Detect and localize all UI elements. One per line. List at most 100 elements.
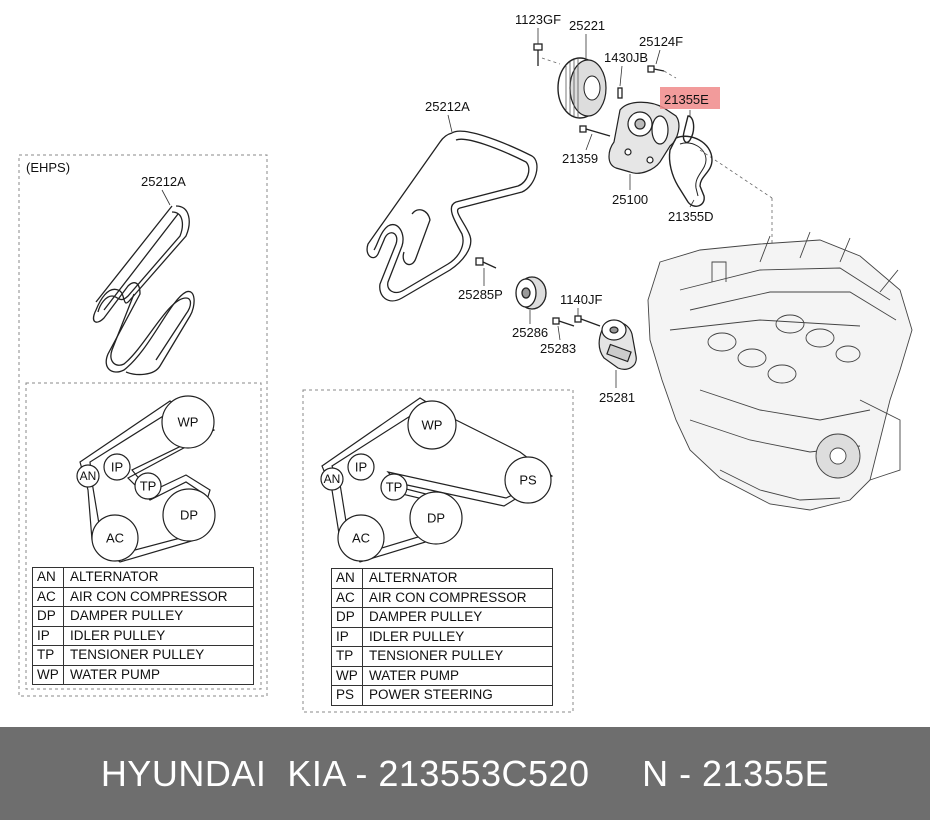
legend-code: AN bbox=[331, 568, 363, 589]
legend-name: WATER PUMP bbox=[362, 665, 553, 686]
pulley-ac-right bbox=[337, 514, 385, 562]
pin-1430jb-drawing bbox=[617, 87, 623, 99]
right-tp-label: TP bbox=[386, 480, 403, 495]
right-routing-diagram: WP AN IP TP PS DP AC bbox=[320, 397, 554, 563]
footer-bar: HYUNDAI KIA - 213553C520 N - 21355E bbox=[0, 727, 930, 820]
legend-code: DP bbox=[331, 607, 363, 628]
leader-21355d bbox=[689, 199, 695, 208]
bolt-1140jf-drawing bbox=[574, 315, 601, 327]
right-ip-label: IP bbox=[355, 460, 367, 475]
bolt-21359-drawing bbox=[579, 125, 611, 137]
left-dp-label: DP bbox=[180, 508, 198, 523]
bolt-1123gf-drawing bbox=[533, 43, 543, 66]
legend-code: TP bbox=[32, 645, 64, 666]
left-routing-diagram: WP AN IP TP DP AC bbox=[76, 395, 216, 563]
legend-name: IDLER PULLEY bbox=[362, 626, 553, 647]
pulley-wp-left bbox=[161, 395, 215, 449]
leader-1430jb bbox=[619, 65, 623, 87]
pulley-dp-right bbox=[409, 491, 463, 545]
pulley-tp-left bbox=[134, 472, 162, 500]
water-pump-25100-drawing bbox=[608, 101, 680, 174]
pulley-ac-left bbox=[91, 514, 139, 562]
bolt-25283-drawing bbox=[552, 317, 575, 327]
label-21359: 21359 bbox=[562, 151, 598, 166]
legend-code: WP bbox=[32, 664, 64, 685]
legend-code: IP bbox=[32, 625, 64, 646]
ehps-label: (EHPS) bbox=[26, 160, 70, 175]
pulley-ip-left bbox=[103, 453, 131, 481]
tensioner-25281-drawing bbox=[598, 319, 637, 370]
label-1140jf: 1140JF bbox=[560, 292, 602, 307]
legend-code: WP bbox=[331, 665, 363, 686]
legend-name: IDLER PULLEY bbox=[63, 625, 254, 646]
parts-diagram: (EHPS) 25212A WP AN IP TP DP AC WP A bbox=[18, 12, 913, 713]
pulley-an-left bbox=[76, 464, 100, 488]
footer-part-numbers: HYUNDAI KIA - 213553C520 N - 21355E bbox=[100, 752, 830, 794]
leader-25212a-main bbox=[447, 114, 453, 133]
legend-name: WATER PUMP bbox=[63, 664, 254, 685]
idler-25286-drawing bbox=[515, 276, 547, 310]
label-21355e: 21355E bbox=[664, 92, 709, 107]
label-1123gf: 1123GF bbox=[515, 12, 561, 27]
left-an-label: AN bbox=[80, 469, 97, 483]
right-ac-label: AC bbox=[352, 531, 370, 546]
highlight-21355e bbox=[660, 87, 720, 109]
legend-code: DP bbox=[32, 606, 64, 627]
gasket-21355d-drawing bbox=[668, 135, 713, 207]
legend-name: ALTERNATOR bbox=[362, 568, 553, 589]
legend-code: AN bbox=[32, 567, 64, 588]
engine-block-drawing bbox=[647, 231, 913, 511]
legend-code: TP bbox=[331, 646, 363, 667]
label-1430jb: 1430JB bbox=[604, 50, 648, 65]
bolt-25285p-drawing bbox=[475, 257, 497, 269]
label-25285p: 25285P bbox=[458, 287, 503, 302]
bolt-25124f-drawing bbox=[647, 65, 665, 73]
left-wp-label: WP bbox=[178, 415, 199, 430]
legend-code: AC bbox=[32, 586, 64, 607]
right-an-label: AN bbox=[324, 472, 341, 486]
label-25124f: 25124F bbox=[639, 34, 683, 49]
pulley-wp-right bbox=[407, 400, 457, 450]
label-25281: 25281 bbox=[599, 390, 635, 405]
leader-21359 bbox=[585, 133, 593, 151]
right-wp-label: WP bbox=[422, 418, 443, 433]
legend-name: DAMPER PULLEY bbox=[63, 606, 254, 627]
legend-name: AIR CON COMPRESSOR bbox=[63, 586, 254, 607]
ehps-frame bbox=[18, 154, 268, 697]
legend-code: PS bbox=[331, 685, 363, 706]
gasket-21355e-drawing bbox=[682, 115, 695, 144]
pulley-ps-right bbox=[504, 456, 552, 504]
ehps-belt-drawing bbox=[92, 205, 195, 376]
ps-routing-frame bbox=[302, 389, 574, 713]
legend-code: AC bbox=[331, 587, 363, 608]
left-tp-label: TP bbox=[140, 479, 157, 494]
leader-25212a-ehps bbox=[161, 189, 171, 206]
pulley-ip-right bbox=[347, 453, 375, 481]
pulley-tp-right bbox=[380, 473, 408, 501]
legend-code: IP bbox=[331, 626, 363, 647]
pulley-25221-drawing bbox=[557, 57, 607, 119]
legend-name: TENSIONER PULLEY bbox=[362, 646, 553, 667]
legend-name: AIR CON COMPRESSOR bbox=[362, 587, 553, 608]
label-25100: 25100 bbox=[612, 192, 648, 207]
leader-25124f bbox=[655, 49, 661, 65]
label-25286: 25286 bbox=[512, 325, 548, 340]
right-dp-label: DP bbox=[427, 511, 445, 526]
label-25221: 25221 bbox=[569, 18, 605, 33]
label-25212a-ehps: 25212A bbox=[141, 174, 186, 189]
pulley-an-right bbox=[320, 467, 344, 491]
label-25212a-main: 25212A bbox=[425, 99, 470, 114]
left-ip-label: IP bbox=[111, 460, 123, 475]
